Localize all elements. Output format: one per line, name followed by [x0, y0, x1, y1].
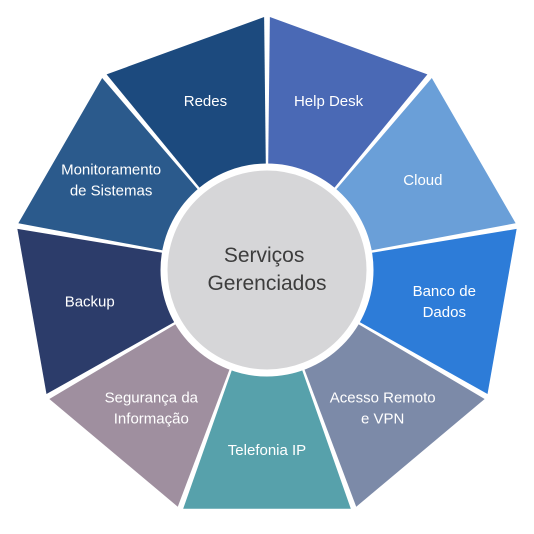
- segment-label-telefonia-ip: Telefonia IP: [228, 442, 306, 459]
- segment-redes: [106, 17, 266, 193]
- segment-label-cloud: Cloud: [403, 172, 442, 189]
- segment-label-line: Acesso Remoto: [330, 389, 436, 406]
- segment-monitoramento-de-sistemas: [18, 78, 202, 252]
- segment-label-line: Informação: [114, 410, 189, 427]
- center-circle: [160, 163, 374, 377]
- segment-label-line: Dados: [423, 304, 466, 321]
- segment-seguranca-da-informacao: [49, 320, 232, 507]
- segment-label-line: de Sistemas: [70, 183, 153, 200]
- center-title: Serviços Gerenciados: [207, 244, 326, 295]
- segment-label-help-desk: Help Desk: [294, 93, 364, 110]
- center-title-line1: Serviços: [224, 244, 305, 267]
- segment-label-banco-de-dados: Banco de Dados: [413, 283, 476, 321]
- segment-acesso-remoto-vpn: [302, 320, 485, 507]
- segment-label-backup: Backup: [65, 293, 115, 310]
- segment-label-line: Telefonia IP: [228, 442, 306, 459]
- segment-telefonia-ip: [183, 364, 351, 509]
- segment-help-desk: [268, 17, 428, 193]
- segment-label-redes: Redes: [184, 93, 227, 110]
- segment-label-seguranca-da-informacao: Segurança da Informação: [105, 389, 199, 427]
- segment-label-acesso-remoto-vpn: Acesso Remoto e VPN: [330, 389, 436, 427]
- segment-label-line: e VPN: [361, 410, 404, 427]
- segment-banco-de-dados: [354, 228, 517, 395]
- segment-label-line: Cloud: [403, 172, 442, 189]
- segment-label-line: Segurança da: [105, 389, 199, 406]
- segment-label-line: Banco de: [413, 283, 476, 300]
- segment-label-monitoramento-de-sistemas: Monitoramento de Sistemas: [61, 162, 161, 200]
- segment-label-line: Backup: [65, 293, 115, 310]
- segment-cloud: [332, 78, 516, 252]
- segment-backup: [17, 228, 180, 395]
- segment-label-line: Redes: [184, 93, 227, 110]
- center-title-line2: Gerenciados: [207, 272, 326, 295]
- segment-label-line: Monitoramento: [61, 162, 161, 179]
- segment-label-line: Help Desk: [294, 93, 364, 110]
